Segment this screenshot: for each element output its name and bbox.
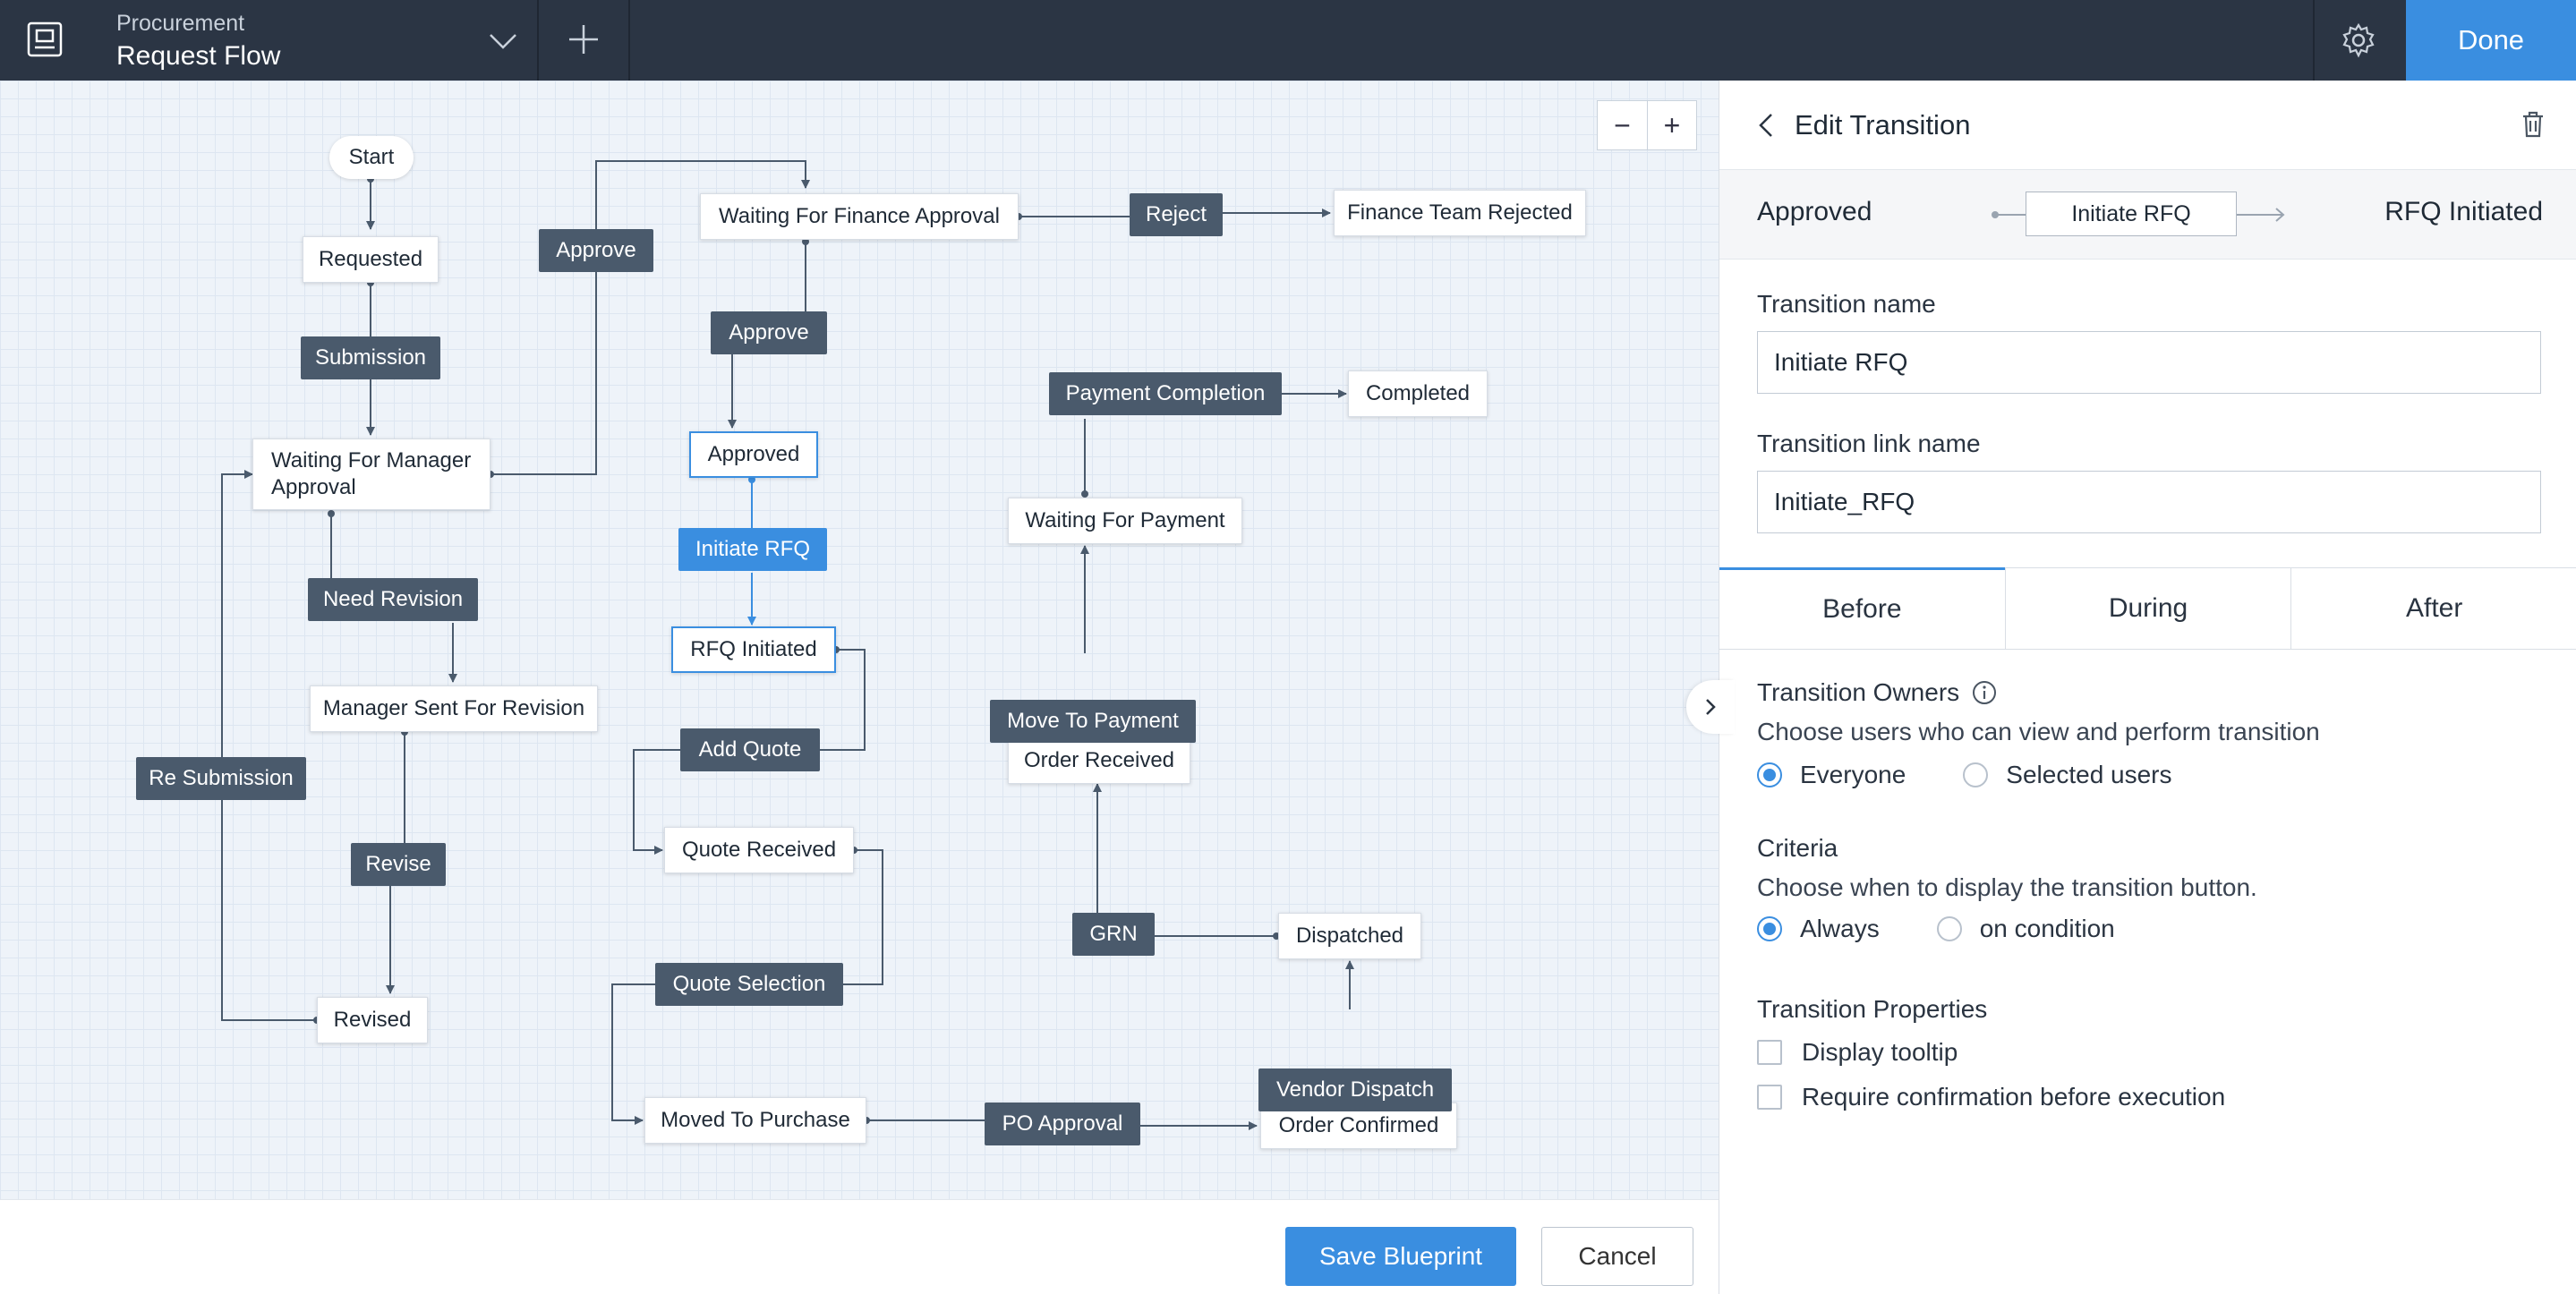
divider (2313, 0, 2315, 81)
zoom-out-button[interactable]: − (1614, 108, 1631, 141)
radio-on-condition[interactable] (1936, 916, 1962, 941)
back-arrow-icon[interactable] (1752, 109, 1784, 141)
owners-title-text: Transition Owners (1757, 678, 1960, 706)
from-state: Approved (1757, 197, 1872, 226)
state-waiting-manager-approval[interactable]: Waiting For Manager Approval (252, 438, 490, 510)
save-blueprint-button[interactable]: Save Blueprint (1285, 1227, 1516, 1286)
checkbox-require-confirmation[interactable] (1757, 1085, 1782, 1110)
chevron-right-icon (1706, 699, 1716, 715)
radio-always-label: Always (1800, 915, 1880, 942)
criteria-description: Choose when to display the transition bu… (1757, 873, 2257, 901)
transition-vendor-dispatch[interactable]: Vendor Dispatch (1258, 1068, 1452, 1111)
state-rfq-initiated[interactable]: RFQ Initiated (671, 626, 836, 673)
panel-title: Edit Transition (1795, 109, 1971, 140)
state-manager-sent-revision[interactable]: Manager Sent For Revision (310, 685, 598, 732)
radio-selected-users-label: Selected users (2006, 761, 2172, 788)
criteria-title: Criteria (1757, 834, 1838, 862)
transition-link-label: Transition link name (1757, 430, 1981, 457)
state-quote-received[interactable]: Quote Received (664, 827, 854, 873)
state-approved[interactable]: Approved (689, 431, 818, 478)
bottom-action-bar: Save Blueprint Cancel (0, 1199, 1719, 1294)
zoom-in-button[interactable]: + (1646, 101, 1696, 149)
transition-add-quote[interactable]: Add Quote (680, 728, 820, 771)
owners-radio-group: Everyone Selected users (1757, 761, 2172, 789)
transition-link-input[interactable]: Initiate_RFQ (1757, 471, 2541, 533)
state-waiting-for-payment[interactable]: Waiting For Payment (1008, 498, 1242, 544)
panel-header: Edit Transition (1719, 81, 2576, 170)
property-display-tooltip: Display tooltip (1757, 1038, 1958, 1067)
radio-on-condition-label: on condition (1979, 915, 2115, 942)
transition-chip: Initiate RFQ (2026, 192, 2237, 236)
radio-selected-users[interactable] (1963, 762, 1989, 787)
transition-quote-selection[interactable]: Quote Selection (655, 963, 843, 1006)
state-revised[interactable]: Revised (317, 997, 428, 1043)
blueprint-title: Request Flow (116, 41, 281, 71)
transition-name-label: Transition name (1757, 290, 1936, 318)
module-name: Procurement (116, 11, 245, 36)
transition-grn[interactable]: GRN (1072, 913, 1155, 956)
radio-everyone-label: Everyone (1800, 761, 1906, 788)
gear-icon[interactable] (2338, 20, 2379, 61)
chevron-down-icon[interactable] (483, 21, 523, 61)
divider (628, 0, 630, 81)
flow-connectors (221, 160, 1361, 1130)
transition-name-input[interactable]: Initiate RFQ (1757, 331, 2541, 394)
state-requested[interactable]: Requested (303, 236, 439, 283)
tab-after[interactable]: After (2290, 567, 2576, 649)
transition-summary: Approved Initiate RFQ RFQ Initiated (1719, 170, 2576, 260)
properties-title: Transition Properties (1757, 995, 1988, 1023)
to-state: RFQ Initiated (2384, 197, 2543, 226)
info-icon[interactable] (1972, 680, 1997, 705)
edit-transition-panel: Edit Transition Approved Initiate RFQ RF… (1719, 81, 2576, 1294)
transition-re-submission[interactable]: Re Submission (136, 757, 306, 800)
tab-during[interactable]: During (2004, 567, 2291, 649)
divider (537, 0, 539, 81)
owners-section-title: Transition Owners (1757, 678, 1997, 707)
transition-submission[interactable]: Submission (301, 336, 440, 379)
transition-po-approval[interactable]: PO Approval (985, 1102, 1140, 1145)
radio-always[interactable] (1757, 916, 1782, 941)
transition-payment-completion[interactable]: Payment Completion (1049, 372, 1282, 415)
state-moved-to-purchase[interactable]: Moved To Purchase (644, 1097, 866, 1144)
transition-approve-finance[interactable]: Approve (711, 311, 827, 354)
display-tooltip-label: Display tooltip (1802, 1038, 1958, 1066)
trash-icon[interactable] (2516, 107, 2550, 141)
tab-before[interactable]: Before (1719, 567, 2005, 649)
blueprint-canvas[interactable]: − + Start Requested Waiting For Manager … (0, 81, 1719, 1199)
owners-description: Choose users who can view and perform tr… (1757, 718, 2320, 745)
transition-reject[interactable]: Reject (1130, 193, 1223, 236)
state-start[interactable]: Start (329, 136, 414, 179)
blueprint-app-icon[interactable] (25, 20, 64, 59)
state-waiting-finance-approval[interactable]: Waiting For Finance Approval (700, 193, 1019, 240)
collapse-panel-button[interactable] (1686, 680, 1735, 734)
top-bar: Procurement Request Flow Done (0, 0, 2576, 81)
radio-everyone[interactable] (1757, 762, 1782, 787)
checkbox-display-tooltip[interactable] (1757, 1040, 1782, 1065)
cancel-button[interactable]: Cancel (1541, 1227, 1693, 1286)
state-completed[interactable]: Completed (1348, 370, 1488, 417)
state-finance-team-rejected[interactable]: Finance Team Rejected (1334, 190, 1586, 236)
transition-revise[interactable]: Revise (351, 843, 446, 886)
property-require-confirmation: Require confirmation before execution (1757, 1083, 2225, 1111)
transition-approve-manager[interactable]: Approve (539, 229, 653, 272)
transition-move-to-payment[interactable]: Move To Payment (990, 700, 1196, 743)
add-icon[interactable] (564, 20, 603, 59)
transition-need-revision[interactable]: Need Revision (308, 578, 478, 621)
zoom-control: − + (1597, 100, 1697, 150)
criteria-radio-group: Always on condition (1757, 915, 2115, 943)
require-confirmation-label: Require confirmation before execution (1802, 1083, 2226, 1111)
state-dispatched[interactable]: Dispatched (1278, 913, 1421, 959)
state-order-received[interactable]: Order Received (1008, 737, 1190, 784)
done-button[interactable]: Done (2406, 0, 2576, 81)
transition-initiate-rfq[interactable]: Initiate RFQ (678, 528, 827, 571)
timing-tabs: Before During After (1719, 567, 2576, 650)
